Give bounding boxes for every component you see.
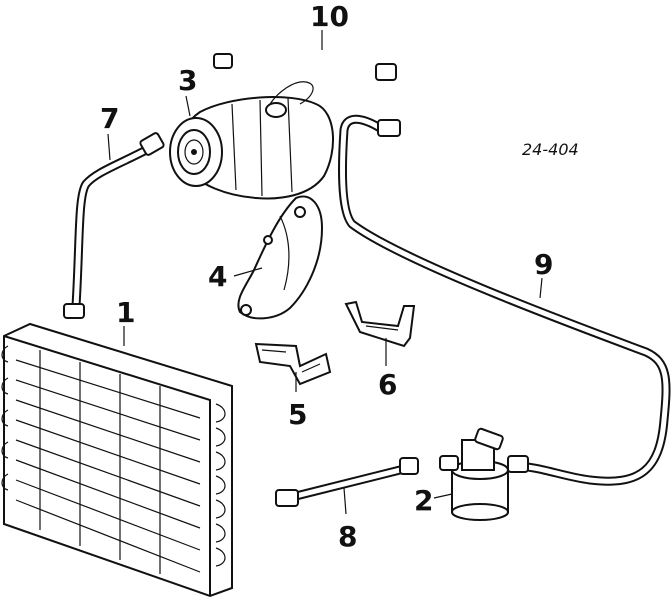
callout-hose-9: 9 (534, 248, 553, 281)
callout-hose-7: 7 (100, 102, 119, 135)
mount-bracket-6 (344, 300, 416, 348)
fitting-icon (63, 303, 85, 319)
mount-bracket-5 (254, 342, 332, 386)
hose-9 (337, 114, 671, 486)
callout-hose-8: 8 (338, 520, 357, 553)
callout-condenser: 1 (116, 296, 135, 329)
fitting-icon (399, 457, 419, 475)
fitting-icon (507, 455, 529, 473)
hose-8 (275, 457, 419, 507)
callout-receiver-drier: 2 (414, 484, 433, 517)
compressor (169, 81, 334, 200)
callout-mount-bracket-6: 6 (378, 368, 397, 401)
fitting-icon (275, 489, 299, 507)
fitting-icon (139, 132, 165, 156)
fitting-icon (377, 119, 401, 137)
callout-compressor: 3 (178, 64, 197, 97)
callout-compressor-bracket: 4 (208, 260, 227, 293)
compressor-bracket (237, 195, 324, 320)
condenser (1, 322, 233, 598)
hose-10 (202, 25, 397, 81)
receiver-drier (439, 427, 509, 521)
callout-mount-bracket-5: 5 (288, 398, 307, 431)
leader-lines (107, 30, 543, 515)
fitting-icon (213, 53, 233, 69)
fitting-icon (375, 63, 397, 81)
callout-hose-10: 10 (310, 0, 349, 33)
hose-7 (63, 132, 165, 319)
diagram-reference-code: 24-404 (522, 140, 579, 159)
